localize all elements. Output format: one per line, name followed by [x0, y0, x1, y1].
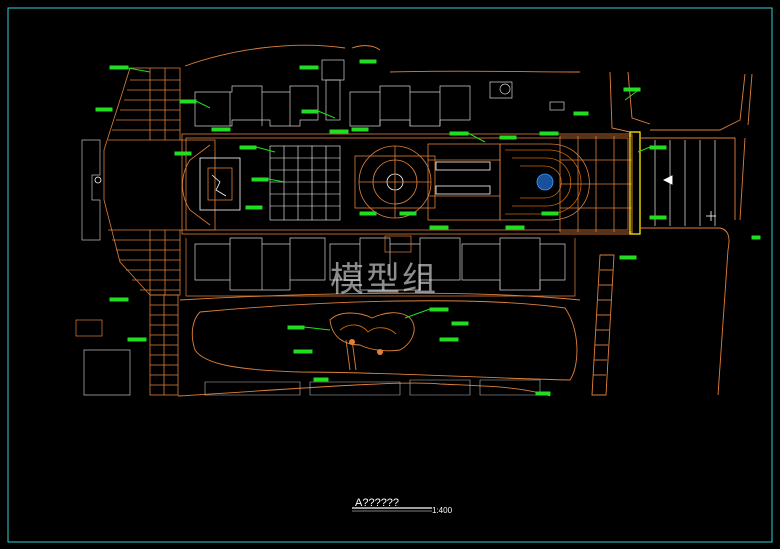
south-buildings: [185, 235, 576, 297]
top-roads: [184, 44, 753, 133]
left-building: [75, 139, 131, 396]
left-plaza: [103, 67, 216, 396]
right-entrance: [591, 137, 746, 396]
south-park: [177, 292, 581, 397]
drawing-frame: [7, 7, 773, 543]
top-buildings: [194, 59, 565, 127]
drawing-title: A??????: [355, 497, 400, 509]
central-axis: [181, 131, 641, 235]
drawing-scale: 1:400: [432, 506, 453, 515]
watermark: 模型组: [330, 260, 438, 300]
annotation-callouts: [95, 59, 761, 396]
bottom-buildings: [204, 379, 541, 396]
site-symbols: [94, 176, 716, 221]
